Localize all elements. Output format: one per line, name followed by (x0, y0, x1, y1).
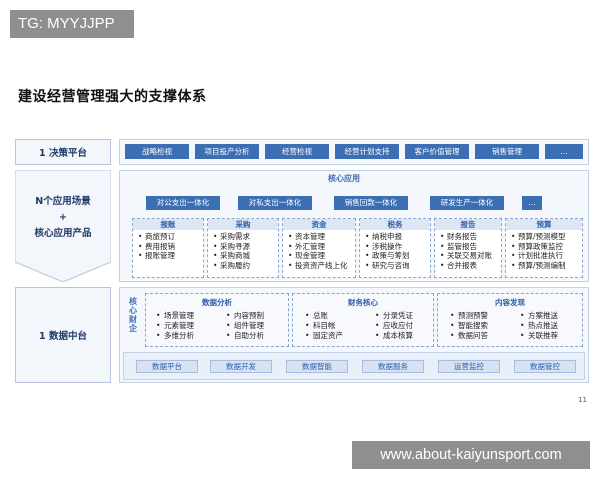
data-platform-label: 1 数据中台 (15, 287, 111, 383)
app-card-item: 关联交易对账 (440, 251, 501, 261)
integration-item: … (522, 196, 542, 210)
app-card: 预算 预算/预测模型 预算政策监控 计划批准执行 预算/预测编制 (505, 218, 583, 278)
app-card-item: 报账管理 (138, 251, 203, 261)
data-group-item: 组件管理 (226, 321, 264, 331)
decision-item: 经营检视 (265, 144, 329, 159)
app-card-item: 合并报表 (440, 261, 501, 271)
app-card-item: 预算政策监控 (511, 242, 582, 252)
data-group: 内容发现 预测预警 智能搜索 数据问答 方案推送 热点推送 关联推荐 (437, 293, 583, 347)
decision-item: 经营计划支持 (335, 144, 399, 159)
core-apps-title: 核心应用 (328, 174, 360, 183)
decision-row: 战略检视 项目投产分析 经营检视 经营计划支持 客户价值管理 销售管理 … (119, 139, 589, 165)
app-card-head: 资金 (283, 219, 355, 230)
watermark-tag: TG: MYYJJPP (10, 10, 134, 38)
data-group-item: 热点推送 (520, 321, 558, 331)
data-group-item: 场景管理 (156, 311, 194, 321)
apps-label-line3: 核心应用产品 (34, 228, 92, 239)
data-group-head: 内容发现 (495, 298, 525, 307)
data-group-item: 总账 (305, 311, 343, 321)
data-group-item: 科目帐 (305, 321, 343, 331)
app-card: 采购 采购需求 采购寻源 采购商城 采购履约 (207, 218, 279, 278)
data-group-item: 数据问答 (450, 331, 488, 341)
decision-platform-label: 1 决策平台 (15, 139, 111, 165)
app-card: 报告 财务报告 监管报告 关联交易对账 合并报表 (434, 218, 502, 278)
app-card-item: 计划批准执行 (511, 251, 582, 261)
apps-label: N个应用场景 + 核心应用产品 (15, 178, 111, 258)
decision-platform-text: 1 决策平台 (39, 148, 87, 159)
data-service-item: 运营监控 (438, 360, 500, 373)
app-card-item: 政策与筹划 (365, 251, 430, 261)
data-service-item: 数据平台 (136, 360, 198, 373)
apps-label-line2: + (59, 212, 67, 223)
decision-item: 项目投产分析 (195, 144, 259, 159)
app-card-item: 费用报销 (138, 242, 203, 252)
data-platform-side-title: 核心财企 (129, 297, 137, 333)
app-card-head: 报账 (133, 219, 203, 230)
data-group-item: 智能搜索 (450, 321, 488, 331)
app-card-item: 纳税申报 (365, 232, 430, 242)
app-card-item: 财务报告 (440, 232, 501, 242)
app-card-item: 外汇管理 (288, 242, 355, 252)
data-service-strip: 数据平台 数据开发 数据智能 数据服务 运营监控 数据管控 (123, 352, 585, 380)
app-card-head: 报告 (435, 219, 501, 230)
app-card-item: 采购寻源 (213, 242, 278, 252)
watermark-url: www.about-kaiyunsport.com (352, 441, 590, 469)
app-card-item: 商旅预订 (138, 232, 203, 242)
data-service-item: 数据开发 (210, 360, 272, 373)
data-group-item: 固定资产 (305, 331, 343, 341)
app-card-item: 采购履约 (213, 261, 278, 271)
page-number: 11 (578, 396, 587, 404)
data-service-item: 数据服务 (362, 360, 424, 373)
app-card-item: 监管报告 (440, 242, 501, 252)
app-card-item: 投资资产线上化 (288, 261, 355, 271)
integration-item: 对公支出一体化 (146, 196, 220, 210)
app-card-item: 现金管理 (288, 251, 355, 261)
data-group: 数据分析 场景管理 元素管理 多维分析 内容预制 组件管理 自助分析 (145, 293, 289, 347)
integration-item: 销售回款一体化 (334, 196, 408, 210)
data-group-item: 自助分析 (226, 331, 264, 341)
app-card-item: 预算/预测模型 (511, 232, 582, 242)
data-group-item: 成本核算 (375, 331, 413, 341)
data-platform-text: 1 数据中台 (39, 331, 87, 342)
app-card: 报账 商旅预订 费用报销 报账管理 (132, 218, 204, 278)
integration-item: 研发生产一体化 (430, 196, 504, 210)
data-group-item: 方案推送 (520, 311, 558, 321)
data-group-item: 关联推荐 (520, 331, 558, 341)
app-card-item: 采购商城 (213, 251, 278, 261)
data-group-item: 预测预警 (450, 311, 488, 321)
data-service-item: 数据管控 (514, 360, 576, 373)
app-card-item: 涉税操作 (365, 242, 430, 252)
data-service-item: 数据智能 (286, 360, 348, 373)
apps-chevron-shape (15, 170, 111, 282)
app-card-item: 研究与咨询 (365, 261, 430, 271)
decision-item: 战略检视 (125, 144, 189, 159)
apps-label-line1: N个应用场景 (35, 196, 91, 207)
page-title: 建设经营管理强大的支撑体系 (18, 89, 207, 105)
app-card-item: 采购需求 (213, 232, 278, 242)
app-card-head: 采购 (208, 219, 278, 230)
decision-item: … (545, 144, 583, 159)
data-group-item: 分录凭证 (375, 311, 413, 321)
data-group: 财务核心 总账 科目帐 固定资产 分录凭证 应收应付 成本核算 (292, 293, 434, 347)
integration-item: 对私支出一体化 (238, 196, 312, 210)
data-group-item: 多维分析 (156, 331, 194, 341)
app-card: 资金 资本管理 外汇管理 现金管理 投资资产线上化 (282, 218, 356, 278)
data-group-item: 应收应付 (375, 321, 413, 331)
app-card-item: 预算/预测编制 (511, 261, 582, 271)
app-card-item: 资本管理 (288, 232, 355, 242)
decision-item: 销售管理 (475, 144, 539, 159)
data-group-item: 内容预制 (226, 311, 264, 321)
data-group-item: 元素管理 (156, 321, 194, 331)
data-group-head: 财务核心 (348, 298, 378, 307)
app-card-head: 预算 (506, 219, 582, 230)
app-card: 税务 纳税申报 涉税操作 政策与筹划 研究与咨询 (359, 218, 431, 278)
app-card-head: 税务 (360, 219, 430, 230)
decision-item: 客户价值管理 (405, 144, 469, 159)
data-group-head: 数据分析 (202, 298, 232, 307)
